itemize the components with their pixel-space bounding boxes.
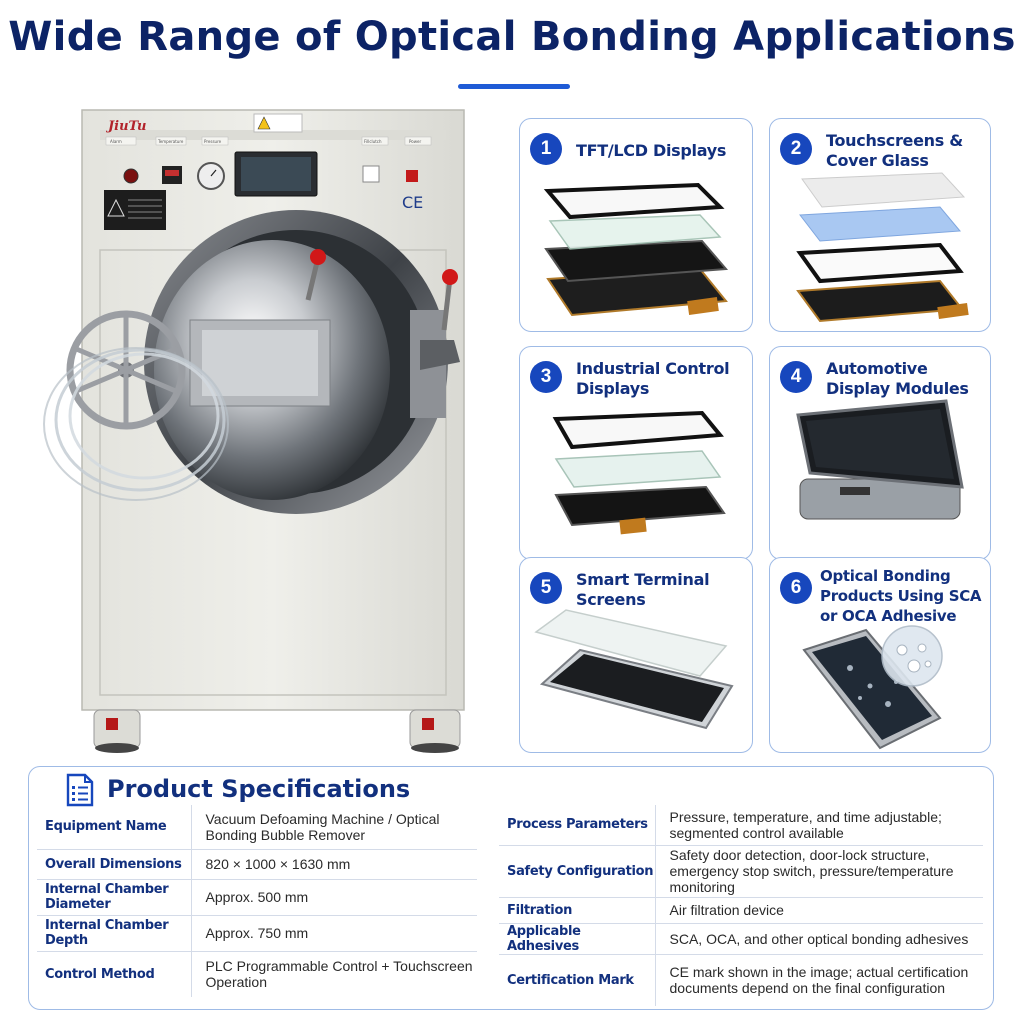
application-card-6: 6 Optical Bonding Products Using SCA or … xyxy=(769,557,991,753)
spec-row: Overall Dimensions 820 × 1000 × 1630 mm xyxy=(37,849,477,880)
application-card-3: 3 Industrial Control Displays xyxy=(519,346,753,560)
spec-label: Certification Mark xyxy=(499,954,656,1006)
smart-terminal-screen-image xyxy=(534,609,734,730)
product-specifications-panel: Product Specifications Equipment Name Va… xyxy=(28,766,994,1010)
spec-value: Pressure, temperature, and time adjustab… xyxy=(655,805,983,846)
card-title: Touchscreens & Cover Glass xyxy=(826,131,963,170)
spec-row: Control Method PLC Programmable Control … xyxy=(37,951,477,997)
spec-label: Process Parameters xyxy=(499,805,656,846)
card-number-badge: 3 xyxy=(530,361,562,393)
spec-row: Process Parameters Pressure, temperature… xyxy=(499,805,983,846)
spec-label: Applicable Adhesives xyxy=(499,923,656,955)
specs-title: Product Specifications xyxy=(107,775,411,803)
card-title: TFT/LCD Displays xyxy=(576,141,727,160)
spec-value: PLC Programmable Control + Touchscreen O… xyxy=(205,958,473,991)
page-title: Wide Range of Optical Bonding Applicatio… xyxy=(8,14,1016,60)
specs-table-right: Process Parameters Pressure, temperature… xyxy=(499,805,983,1006)
spec-value: Approx. 750 mm xyxy=(191,915,477,952)
svg-text:Pressure: Pressure xyxy=(204,139,222,144)
application-card-1: 1 TFT/LCD Displays xyxy=(519,118,753,332)
card-title: Optical Bonding Products Using SCA or OC… xyxy=(820,567,982,625)
industrial-display-layers-image xyxy=(552,410,726,535)
spec-row: Safety Configuration Safety door detecti… xyxy=(499,845,983,898)
spec-label: Safety Configuration xyxy=(499,845,656,898)
spec-label: Internal Chamber Diameter xyxy=(37,879,192,916)
card-number-badge: 6 xyxy=(780,572,812,604)
card-number-badge: 1 xyxy=(530,133,562,165)
spec-row: Certification Mark CE mark shown in the … xyxy=(499,954,983,1006)
card-title: Industrial Control Displays xyxy=(576,359,730,398)
card-title: Smart Terminal Screens xyxy=(576,570,710,609)
ce-mark: CE xyxy=(402,193,423,212)
spec-value: CE mark shown in the image; actual certi… xyxy=(669,964,969,997)
spec-row: Internal Chamber Depth Approx. 750 mm xyxy=(37,915,477,952)
spec-value: 820 × 1000 × 1630 mm xyxy=(191,849,477,880)
spec-label: Control Method xyxy=(37,951,192,997)
title-underline xyxy=(458,84,570,89)
spec-value: SCA, OCA, and other optical bonding adhe… xyxy=(655,923,983,955)
specs-table-left: Equipment Name Vacuum Defoaming Machine … xyxy=(37,805,477,997)
touchscreen-cover-glass-image xyxy=(796,172,969,323)
spec-row: Applicable Adhesives SCA, OCA, and other… xyxy=(499,923,983,955)
svg-text:Alarm: Alarm xyxy=(110,139,122,144)
vacuum-defoaming-machine-image: JiuTu Alarm Temperature Pressure Fillclu… xyxy=(40,100,480,760)
spec-label: Equipment Name xyxy=(37,805,192,850)
spec-label: Overall Dimensions xyxy=(37,849,192,880)
spec-value: Vacuum Defoaming Machine / Optical Bondi… xyxy=(191,805,477,850)
spec-row: Filtration Air filtration device xyxy=(499,897,983,924)
spec-row: Internal Chamber Diameter Approx. 500 mm xyxy=(37,879,477,916)
brand-logo: JiuTu xyxy=(105,119,146,134)
spec-value: Safety door detection, door-lock structu… xyxy=(655,845,983,898)
bonded-phone-bubbles-image xyxy=(802,625,943,750)
spec-label: Filtration xyxy=(499,897,656,924)
application-card-4: 4 Automotive Display Modules xyxy=(769,346,991,560)
automotive-display-image xyxy=(796,399,964,520)
application-card-5: 5 Smart Terminal Screens xyxy=(519,557,753,753)
card-number-badge: 2 xyxy=(780,133,812,165)
svg-text:Temperature: Temperature xyxy=(157,139,184,144)
document-list-icon xyxy=(66,773,94,807)
card-number-badge: 4 xyxy=(780,361,812,393)
spec-label: Internal Chamber Depth xyxy=(37,915,192,952)
stacked-display-layers-image xyxy=(543,182,729,317)
spec-row: Equipment Name Vacuum Defoaming Machine … xyxy=(37,805,477,850)
card-number-badge: 5 xyxy=(530,572,562,604)
application-card-2: 2 Touchscreens & Cover Glass xyxy=(769,118,991,332)
spec-value: Air filtration device xyxy=(655,897,983,924)
svg-text:Fillclutch: Fillclutch xyxy=(364,139,382,144)
spec-value: Approx. 500 mm xyxy=(191,879,477,916)
card-title: Automotive Display Modules xyxy=(826,359,969,398)
svg-text:Power: Power xyxy=(409,139,421,144)
